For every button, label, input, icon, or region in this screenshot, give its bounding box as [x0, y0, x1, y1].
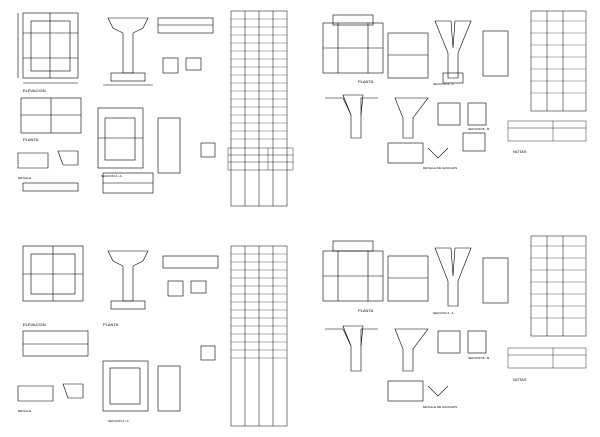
label-detalle-ganchos: DETALLE DE GANCHOS	[423, 405, 457, 409]
label-seccion-aa: SECCION A - A	[108, 419, 129, 423]
drawing-sheet-3: ELEVACION PLANTA SECCION A - A DETALLE	[3, 226, 295, 434]
label-planta: PLANTA	[358, 308, 374, 313]
sheet-4-linework: PLANTA SECCION A - A SECCION B - B DETAL…	[322, 235, 587, 409]
label-elevacion: ELEVACION	[23, 88, 46, 93]
label-seccion-aa: SECCION A - A	[433, 82, 454, 86]
drawing-sheet-2: PLANTA SECCION A - A SECCION B - B DETAL…	[303, 3, 597, 211]
sheet-3-linework: ELEVACION PLANTA SECCION A - A DETALLE	[17, 245, 288, 427]
label-detalle: DETALLE	[18, 176, 31, 180]
drawing-sheet-1: ELEVACION PLANTA SECCION A - A DETALLE	[3, 3, 295, 211]
label-seccion-bb: SECCION B - B	[468, 356, 489, 360]
label-notas: NOTAS	[513, 149, 527, 154]
label-seccion-aa: SECCION A - A	[101, 174, 122, 178]
label-detalle: DETALLE	[18, 409, 31, 413]
label-notas: NOTAS	[513, 377, 527, 382]
label-planta: PLANTA	[358, 79, 374, 84]
sheet-1-linework: ELEVACION PLANTA SECCION A - A DETALLE	[17, 10, 294, 207]
label-elevacion: ELEVACION	[23, 322, 46, 327]
drawing-sheet-4: PLANTA SECCION A - A SECCION B - B DETAL…	[303, 226, 597, 434]
sheet-2-linework: PLANTA SECCION A - A SECCION B - B DETAL…	[322, 10, 587, 170]
label-planta: PLANTA	[23, 137, 39, 142]
label-detalle-ganchos: DETALLE DE GANCHOS	[423, 166, 457, 170]
label-seccion-bb: SECCION B - B	[468, 127, 489, 131]
label-planta: PLANTA	[103, 322, 119, 327]
label-seccion-aa: SECCION A - A	[433, 311, 454, 315]
